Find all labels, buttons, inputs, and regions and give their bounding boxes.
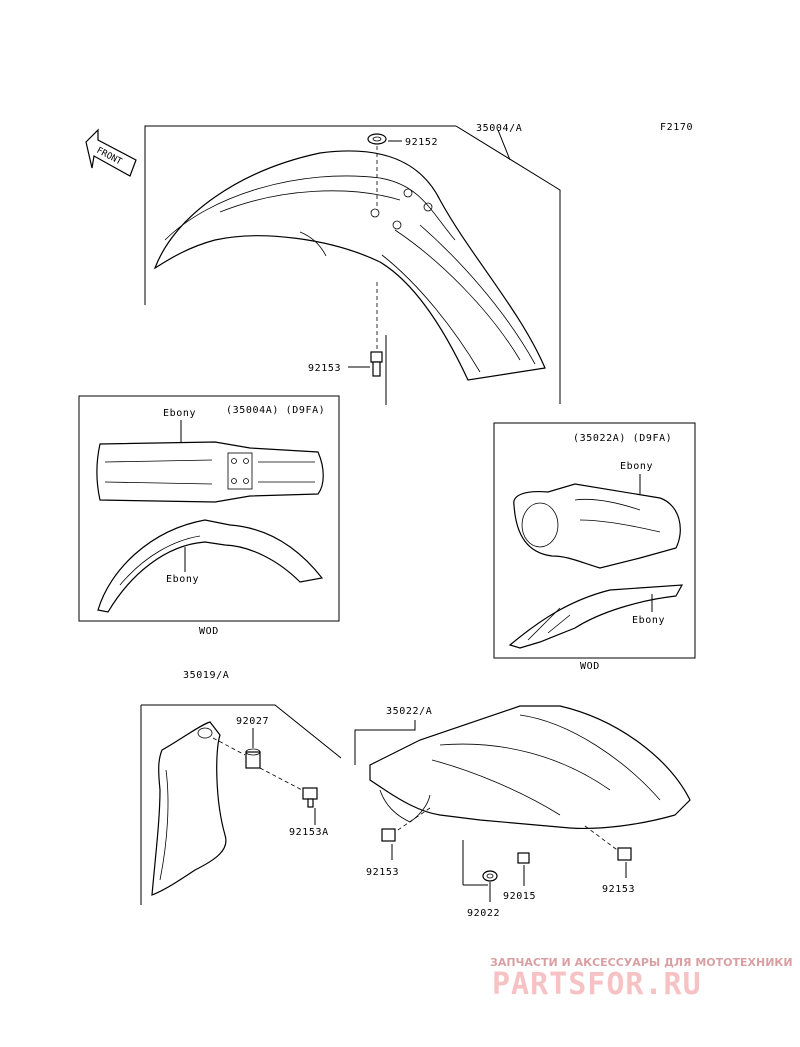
label-35004a-d9fa: (35004A) (D9FA) (226, 405, 325, 416)
label-ebony-front-side: Ebony (166, 574, 199, 585)
label-92153a: 92153A (289, 827, 329, 838)
collar-92027-drawing (245, 751, 261, 769)
rear-fender-drawing (369, 705, 691, 830)
label-92015: 92015 (503, 891, 536, 902)
front-fender-top-view (96, 441, 324, 503)
label-wod-rear: WOD (580, 661, 600, 672)
label-35004-a: 35004/A (476, 123, 522, 134)
front-fender-drawing (153, 150, 546, 381)
label-92027: 92027 (236, 716, 269, 727)
front-direction-arrow: FRONT (85, 128, 137, 177)
label-92153-front: 92153 (308, 363, 341, 374)
bolt-92153-drawing (370, 351, 383, 363)
label-ebony-front-top: Ebony (163, 408, 196, 419)
label-35022a-d9fa: (35022A) (D9FA) (573, 433, 672, 444)
label-92022: 92022 (467, 908, 500, 919)
label-92153-rear-left: 92153 (366, 867, 399, 878)
label-ebony-rear-side: Ebony (632, 615, 665, 626)
collar-92022-drawing (482, 870, 498, 882)
nut-92015-drawing (517, 852, 530, 864)
flap-group: 35019/A 92027 92153A (140, 670, 342, 905)
front-fender-bracket (144, 125, 561, 404)
label-wod-front: WOD (199, 626, 219, 637)
variant-front-fender-box: (35004A) (D9FA) Ebony Ebony WOD (78, 395, 340, 637)
bolt-92153a-drawing (302, 787, 318, 800)
watermark-tagline: ЗАПЧАСТИ И АКСЕССУАРЫ ДЛЯ МОТОТЕХНИКИ (490, 956, 793, 969)
front-fender-side-view (97, 519, 324, 613)
bolt-92153-rear-left-drawing (381, 828, 396, 842)
label-35019-a: 35019/A (183, 670, 229, 681)
variant-rear-fender-box: (35022A) (D9FA) Ebony Ebony WOD (493, 422, 696, 672)
label-35022-a: 35022/A (386, 706, 432, 717)
rear-fender-rear-view (513, 483, 681, 569)
figure-code: F2170 (660, 122, 693, 133)
watermark-brand: PARTSFOR.RU (492, 967, 702, 1002)
bolt-92153-rear-right-drawing (617, 847, 632, 861)
watermark: ЗАПЧАСТИ И АКСЕССУАРЫ ДЛЯ МОТОТЕХНИКИ PA… (490, 956, 793, 1002)
label-92153-rear-right: 92153 (602, 884, 635, 895)
label-ebony-rear-top: Ebony (620, 461, 653, 472)
label-92152: 92152 (405, 137, 438, 148)
rear-fender-side-view (508, 584, 684, 649)
washer-92152-drawing (367, 133, 387, 145)
front-fender-group: 35004/A 92152 92153 (144, 123, 561, 405)
flap-drawing (151, 721, 227, 896)
rear-fender-group: 35022/A 92153 92153 92022 92015 (354, 705, 691, 919)
